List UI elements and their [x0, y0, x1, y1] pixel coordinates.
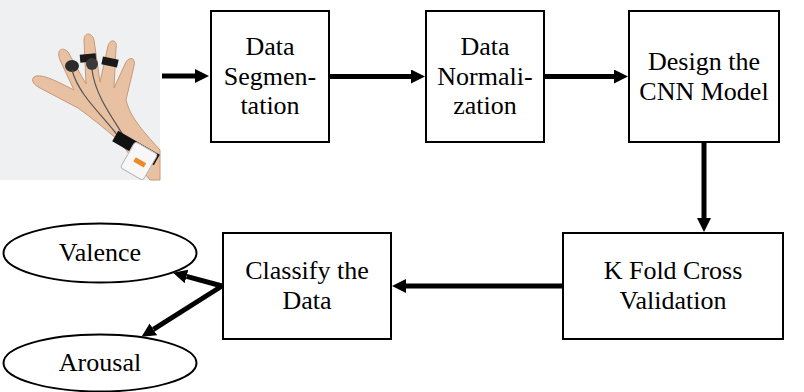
flow-arrow — [153, 286, 222, 329]
node-label: Classify the Data — [230, 256, 384, 316]
process-box: Design the CNN Model — [628, 10, 780, 143]
node-label: Arousal — [59, 348, 141, 378]
process-box: Data Normali- zation — [425, 10, 545, 143]
process-box: Data Segmen- tation — [210, 10, 330, 143]
output-ellipse: Valence — [2, 222, 198, 284]
output-ellipse: Arousal — [2, 333, 198, 392]
input-arrow — [162, 69, 209, 83]
node-label: Valence — [59, 238, 141, 268]
process-box: Classify the Data — [222, 232, 392, 340]
node-label: Design the CNN Model — [636, 47, 772, 107]
flow-arrow — [406, 284, 562, 289]
flow-arrow — [187, 276, 222, 286]
flow-arrow — [702, 143, 707, 218]
photo-ground — [0, 0, 160, 180]
flow-arrow — [545, 74, 614, 79]
node-label: Data Segmen- tation — [218, 32, 322, 122]
hand-illustration — [33, 34, 160, 180]
flow-arrow — [330, 74, 411, 79]
node-label: Data Normali- zation — [433, 32, 537, 122]
process-box: K Fold Cross Validation — [562, 232, 784, 340]
node-label: K Fold Cross Validation — [570, 256, 776, 316]
